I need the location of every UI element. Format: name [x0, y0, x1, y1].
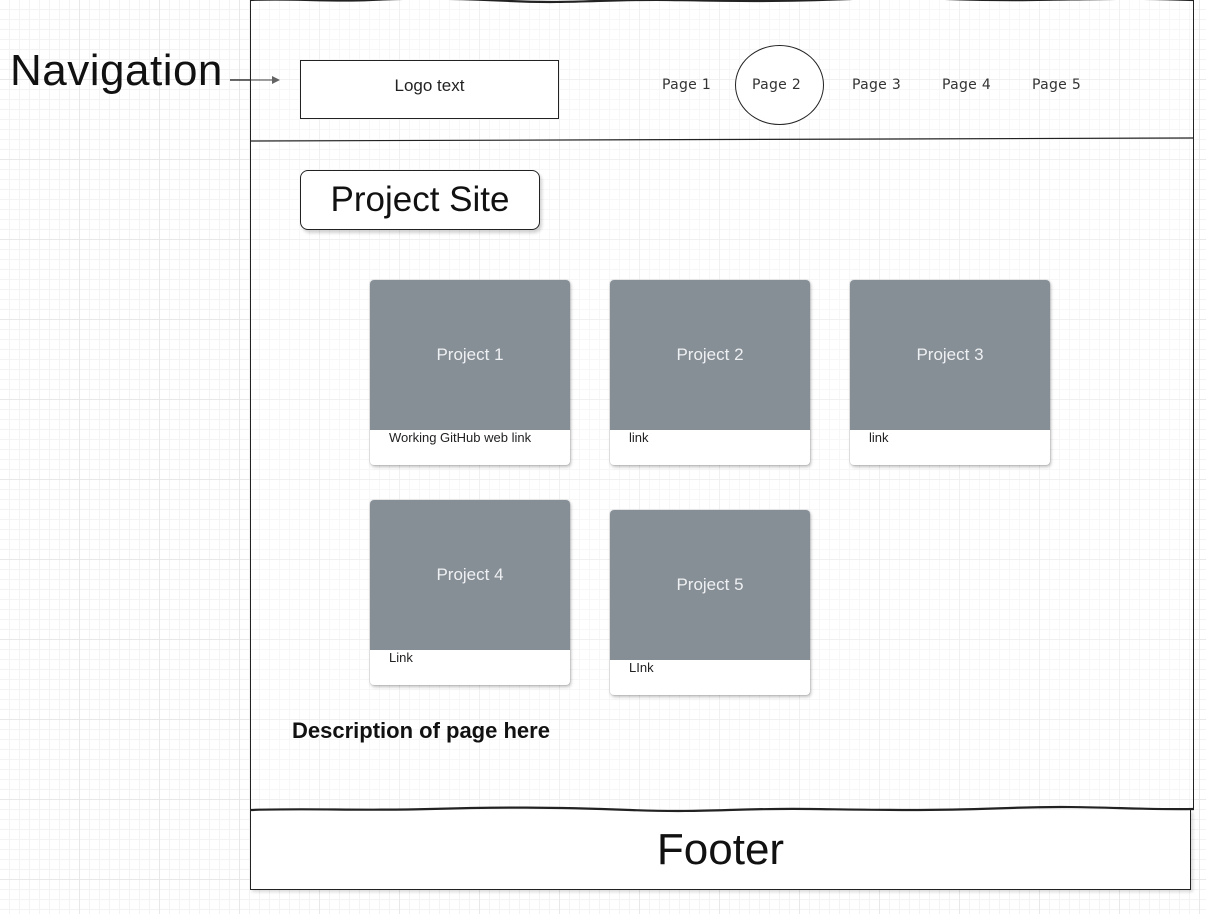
- logo-text: Logo text: [394, 76, 465, 95]
- project-title: Project 5: [676, 575, 744, 594]
- nav-link-page-5[interactable]: Page 5: [1032, 77, 1082, 93]
- footer-top-edge: [250, 805, 1194, 813]
- project-link[interactable]: LInk: [629, 660, 654, 675]
- frame-top-edge: [250, 0, 1194, 4]
- project-title: Project 2: [676, 345, 744, 364]
- nav-link-page-2[interactable]: Page 2: [752, 77, 802, 93]
- project-thumbnail[interactable]: Project 1: [370, 280, 570, 430]
- page-description: Description of page here: [292, 718, 550, 743]
- project-card-1[interactable]: Project 1 Working GitHub web link: [370, 280, 570, 465]
- project-link[interactable]: Working GitHub web link: [389, 430, 532, 445]
- project-card-2[interactable]: Project 2 link: [610, 280, 810, 465]
- project-card-3[interactable]: Project 3 link: [850, 280, 1050, 465]
- nav-divider: [250, 137, 1194, 142]
- project-link[interactable]: Link: [389, 650, 413, 665]
- project-card-4[interactable]: Project 4 Link: [370, 500, 570, 685]
- nav-link-page-3[interactable]: Page 3: [852, 77, 902, 93]
- footer: Footer: [250, 810, 1191, 890]
- logo-box[interactable]: Logo text: [300, 60, 559, 119]
- project-thumbnail[interactable]: Project 5: [610, 510, 810, 660]
- footer-text: Footer: [656, 824, 785, 874]
- project-card-5[interactable]: Project 5 LInk: [610, 510, 810, 695]
- active-page-indicator: [735, 45, 824, 125]
- navigation-annotation-label: Navigation: [10, 46, 223, 95]
- project-link[interactable]: link: [869, 430, 889, 445]
- project-title: Project 1: [436, 345, 504, 364]
- annotation-arrow-icon: [230, 76, 280, 84]
- nav-link-page-1[interactable]: Page 1: [662, 77, 712, 93]
- project-thumbnail[interactable]: Project 3: [850, 280, 1050, 430]
- project-link[interactable]: link: [629, 430, 649, 445]
- page-title: Project Site: [300, 170, 540, 230]
- nav-link-page-4[interactable]: Page 4: [942, 77, 992, 93]
- page-title-text: Project Site: [330, 180, 510, 219]
- project-thumbnail[interactable]: Project 2: [610, 280, 810, 430]
- project-title: Project 3: [916, 345, 984, 364]
- project-title: Project 4: [436, 565, 504, 584]
- project-thumbnail[interactable]: Project 4: [370, 500, 570, 650]
